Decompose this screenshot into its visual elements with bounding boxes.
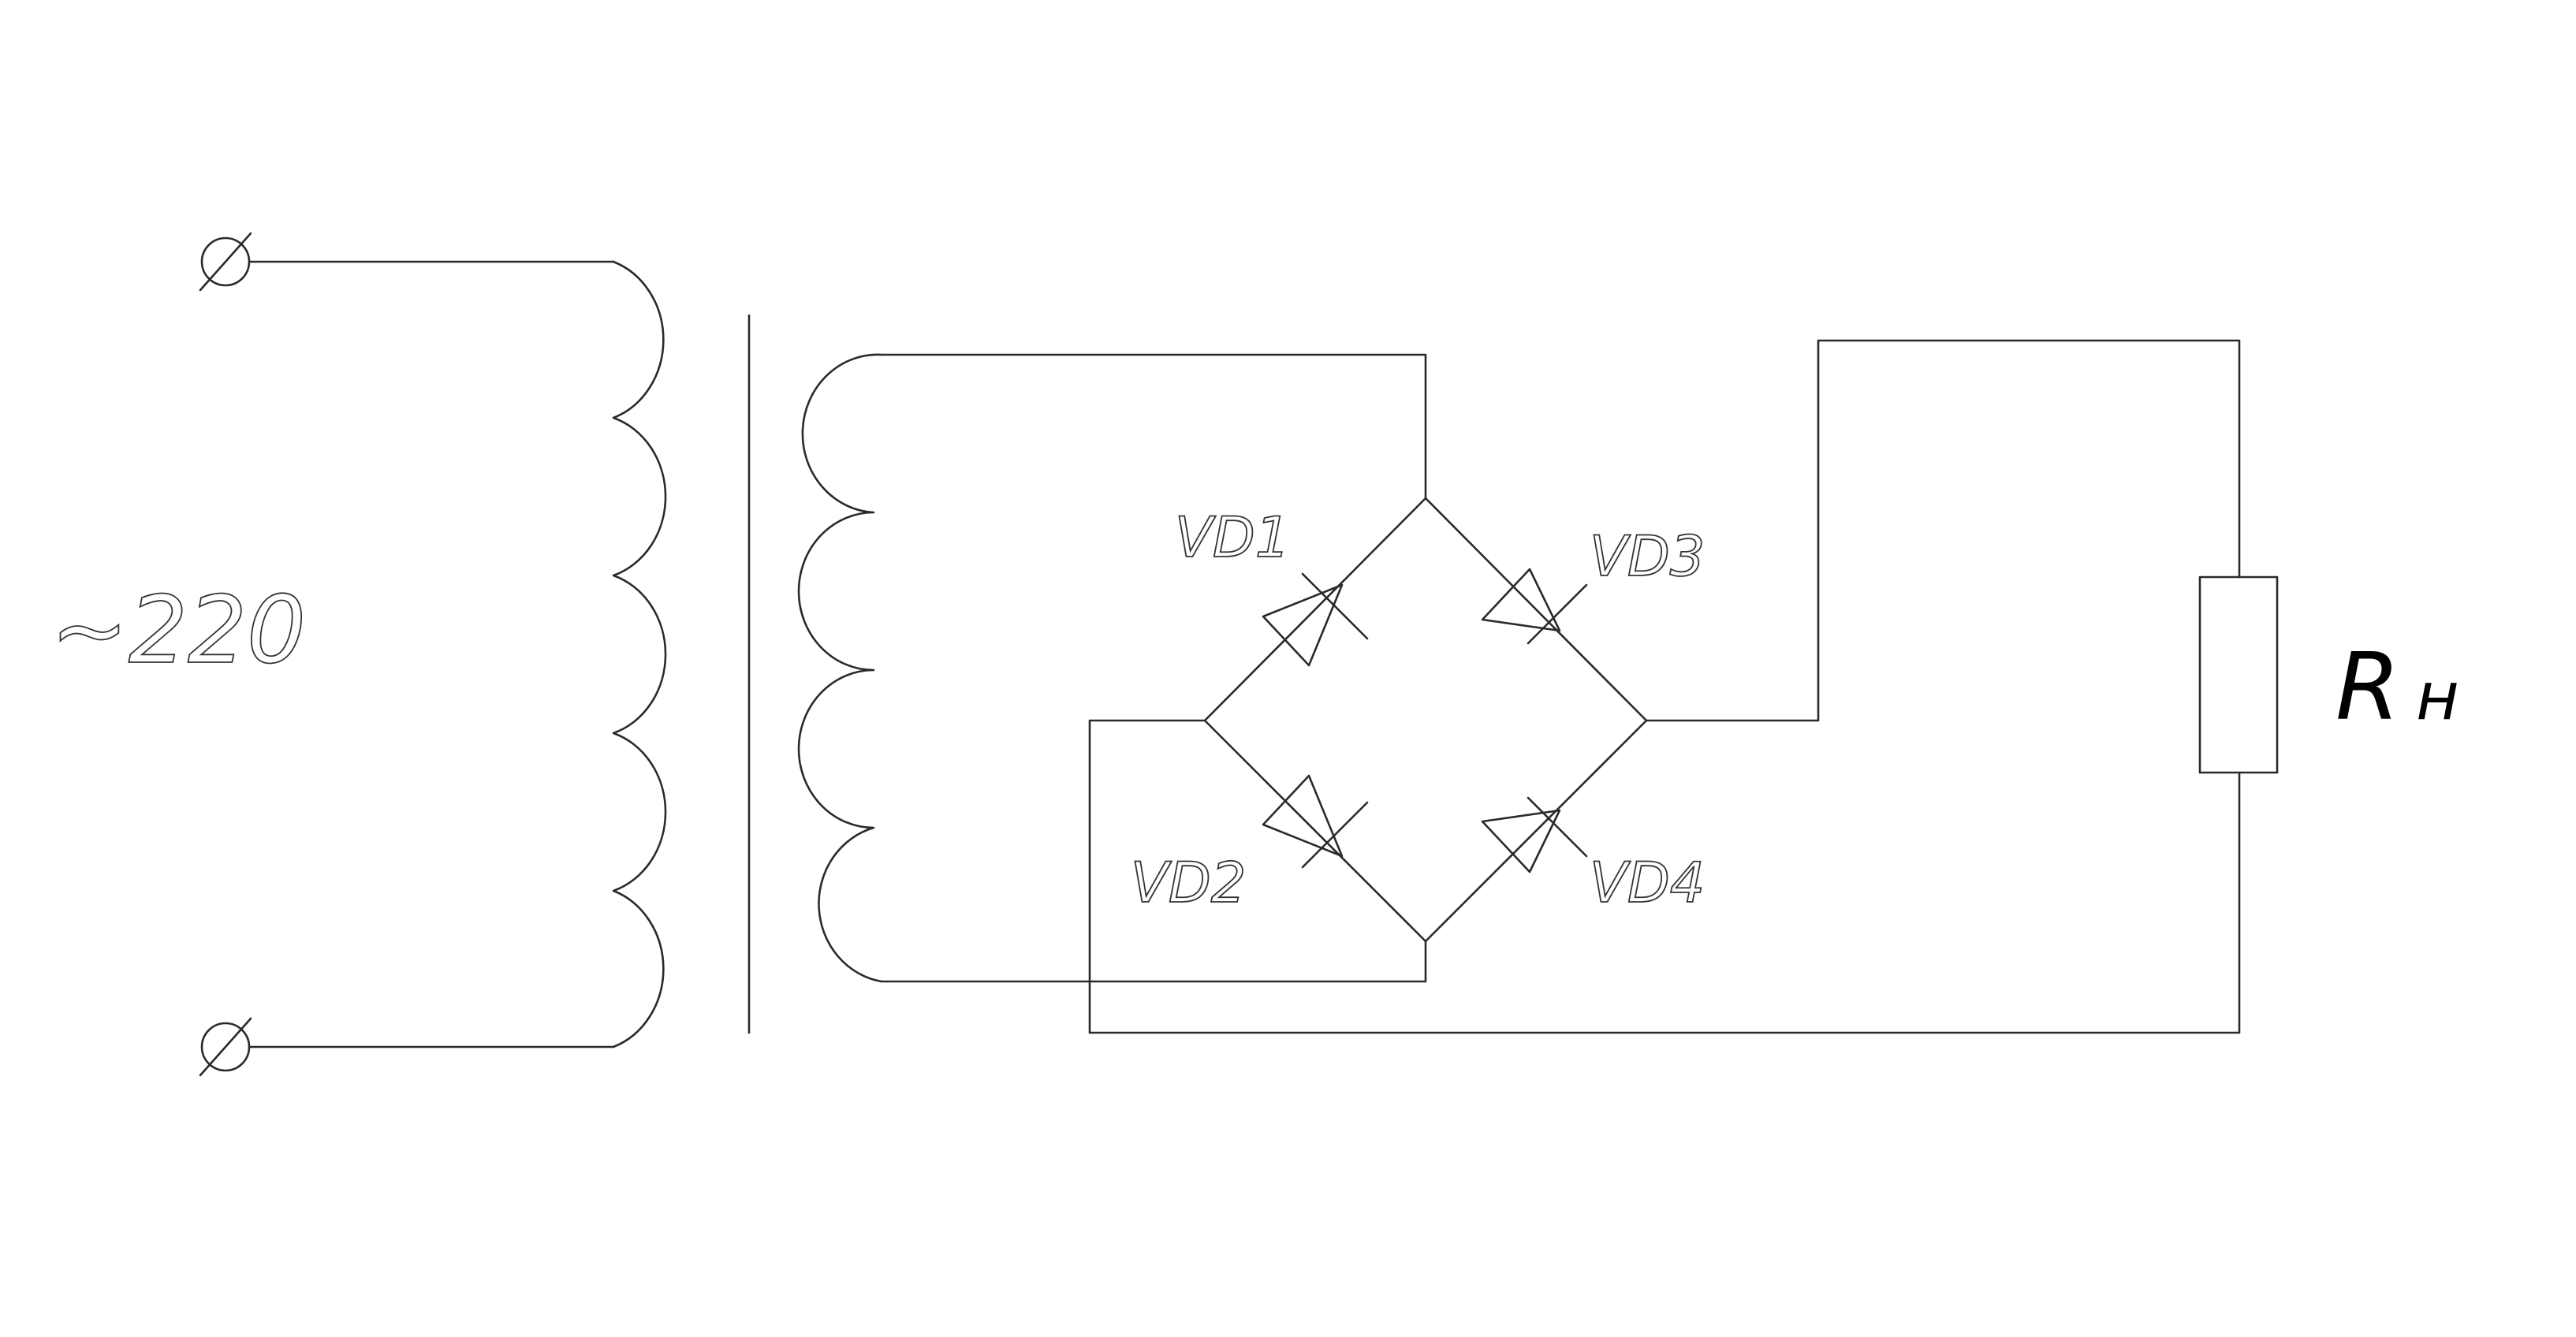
- input-terminal-bottom: [199, 1017, 252, 1077]
- diode-vd1-label: VD1: [1175, 505, 1290, 570]
- diode-bridge: [1203, 497, 1648, 943]
- diode-vd3-label: VD3: [1590, 524, 1705, 589]
- secondary-lead-top: [880, 353, 1427, 500]
- supply-voltage-label: ~220: [50, 575, 306, 684]
- load-resistor-subscript: н: [2416, 657, 2459, 735]
- secondary-lead-bottom: [880, 940, 1427, 983]
- output-negative-wire: [1088, 719, 2241, 1034]
- diode-vd4-label: VD4: [1590, 851, 1705, 915]
- diode-vd2-label: VD2: [1131, 851, 1246, 915]
- load-resistor: [2198, 575, 2279, 774]
- output-positive-wire: [1645, 339, 2241, 722]
- input-terminal-top: [199, 232, 252, 292]
- load-resistor-label: R: [2336, 632, 2400, 741]
- diode-vd4: [1481, 796, 1588, 873]
- primary-winding: [612, 260, 667, 1048]
- secondary-winding: [797, 353, 883, 983]
- diode-vd1: [1262, 572, 1369, 667]
- diode-vd3: [1481, 568, 1588, 645]
- diode-vd2: [1262, 774, 1369, 869]
